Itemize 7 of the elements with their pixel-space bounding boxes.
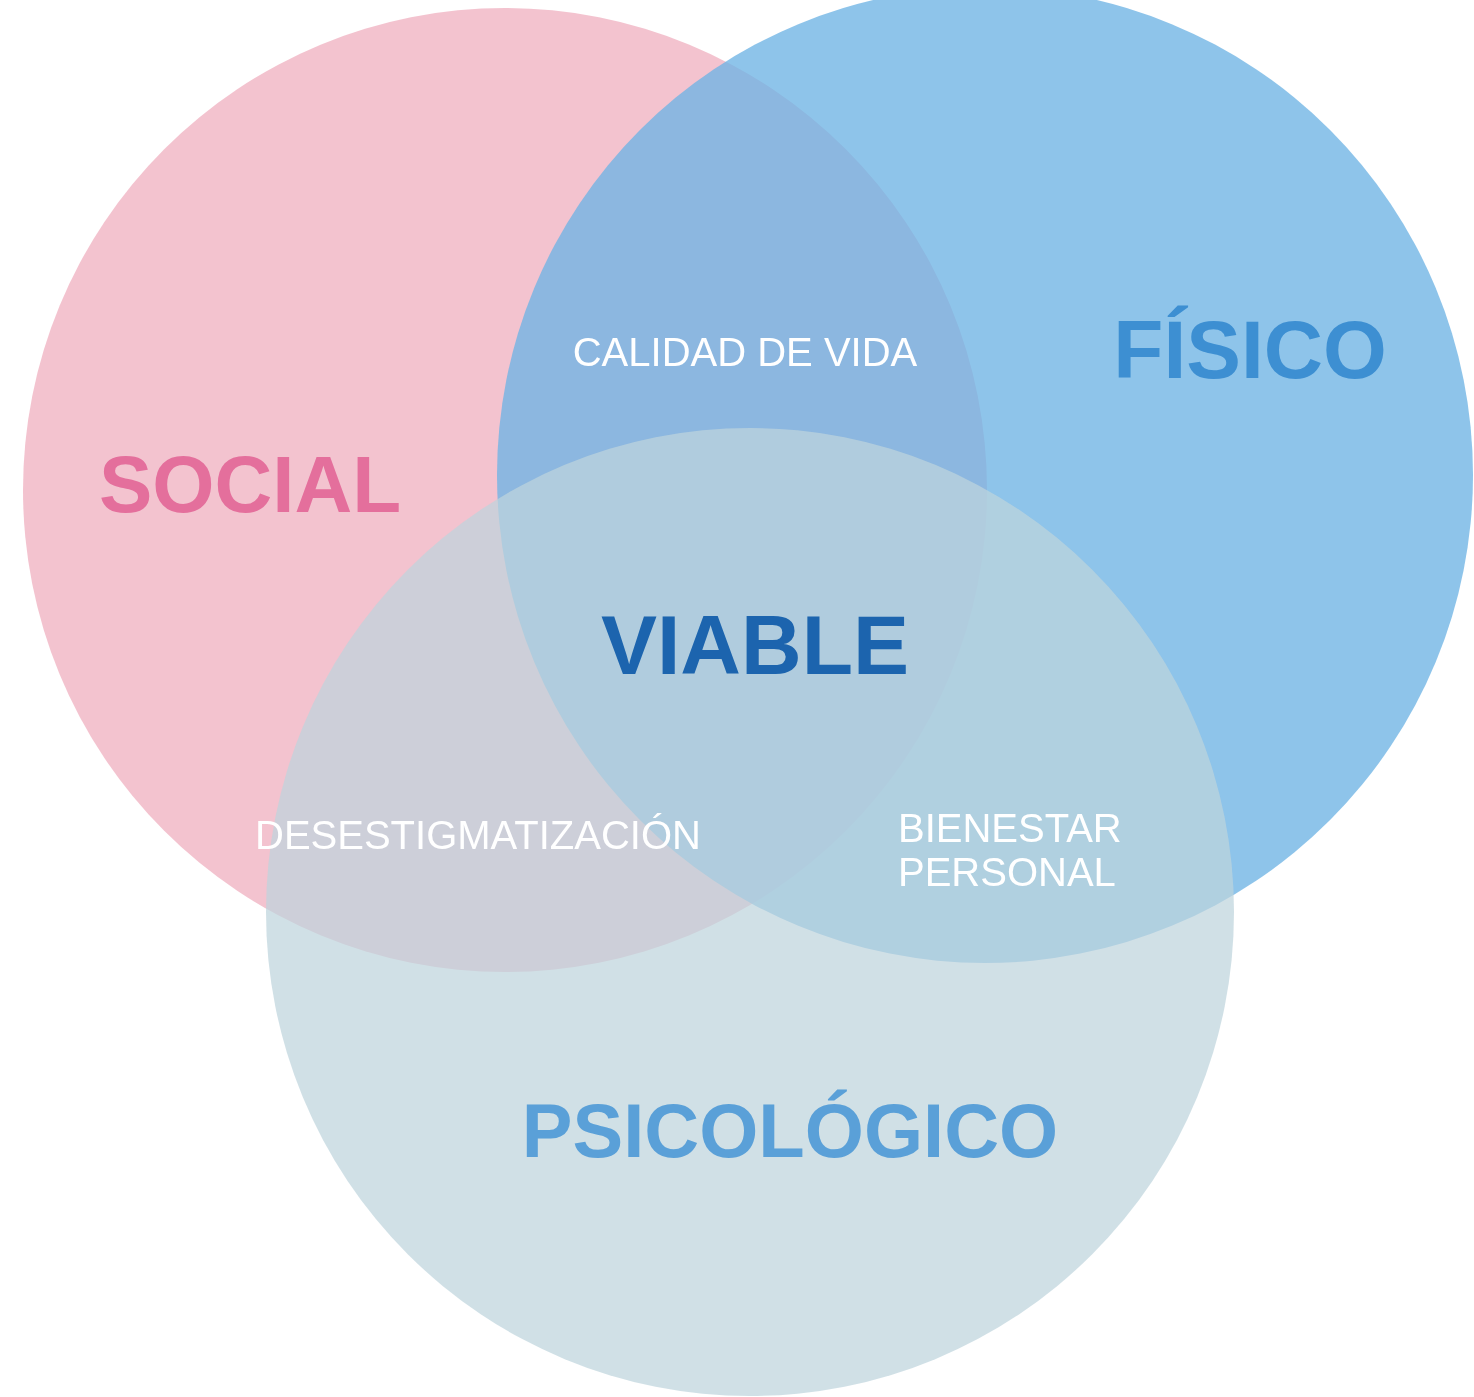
circle-title: PSICOLÓGICO [521, 1086, 1059, 1174]
overlap-label: CALIDAD DE VIDA [572, 329, 918, 375]
circle-title: SOCIAL [98, 439, 402, 531]
center-label: VIABLE [601, 596, 909, 694]
circle-title: FÍSICO [1113, 303, 1387, 397]
overlap-label: DESESTIGMATIZACIÓN [255, 812, 701, 858]
overlap-label: BIENESTAR PERSONAL [898, 806, 1123, 894]
